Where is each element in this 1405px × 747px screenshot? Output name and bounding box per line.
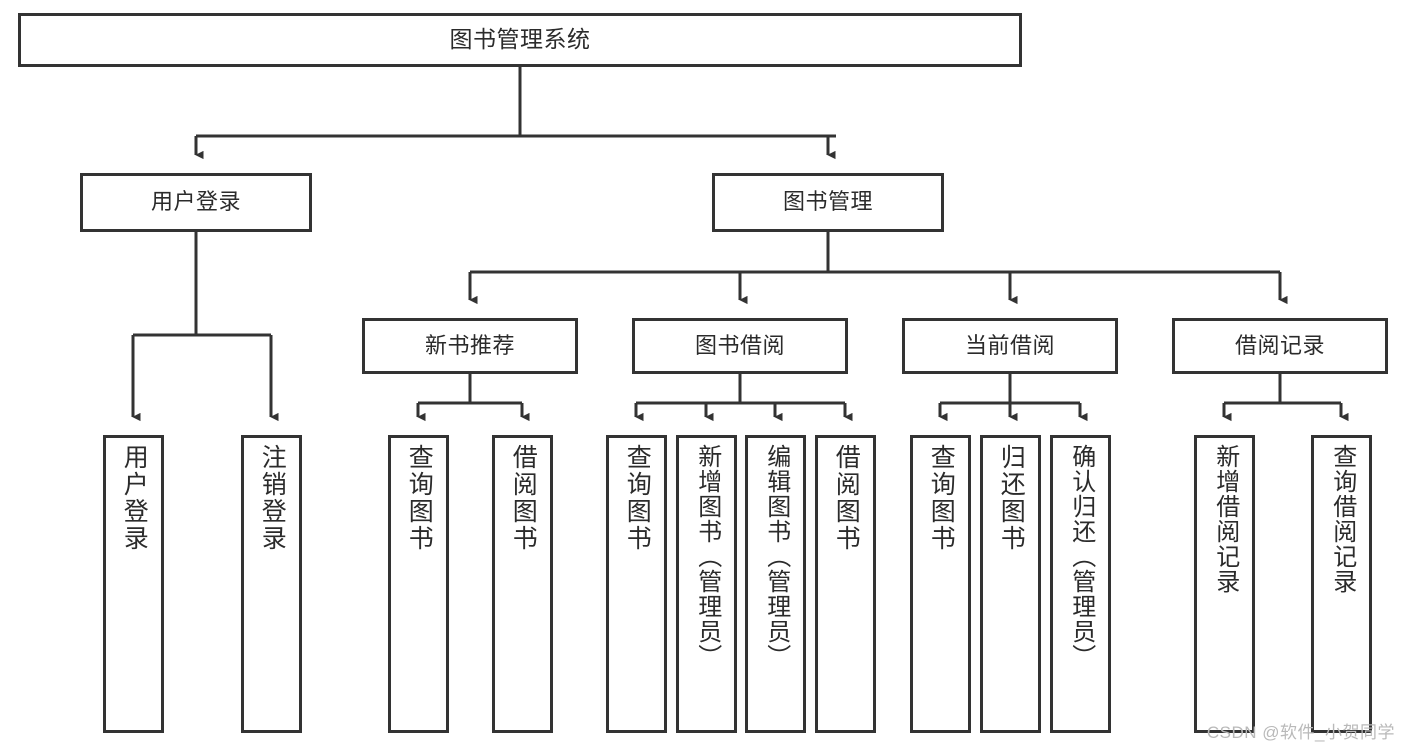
node-borrow-record[interactable]: 借阅记录 bbox=[1172, 318, 1388, 374]
node-leaf-return-book-label: 归还图书 bbox=[997, 444, 1026, 552]
node-borrow-record-label: 借阅记录 bbox=[1234, 332, 1325, 358]
node-leaf-confirm-return[interactable]: 确认归还（管理员） bbox=[1050, 435, 1111, 733]
node-leaf-logout-login-label: 注销登录 bbox=[258, 444, 287, 552]
node-leaf-edit-book[interactable]: 编辑图书（管理员） bbox=[745, 435, 806, 733]
node-book-manage-label: 图书管理 bbox=[782, 189, 873, 215]
watermark: CSDN @软件_小贺同学 bbox=[1206, 723, 1395, 742]
node-leaf-edit-book-label: 编辑图书（管理员） bbox=[762, 444, 790, 669]
node-user-login-label: 用户登录 bbox=[150, 189, 241, 215]
node-leaf-query-record-label: 查询借阅记录 bbox=[1328, 444, 1356, 594]
node-leaf-query-book-1-label: 查询图书 bbox=[405, 444, 434, 552]
node-leaf-query-book-2-label: 查询图书 bbox=[623, 444, 652, 552]
node-leaf-user-login-label: 用户登录 bbox=[120, 444, 149, 552]
node-leaf-query-book-1[interactable]: 查询图书 bbox=[388, 435, 449, 733]
node-leaf-borrow-book-2[interactable]: 借阅图书 bbox=[815, 435, 876, 733]
node-user-login[interactable]: 用户登录 bbox=[80, 173, 312, 232]
node-new-book-recommend-label: 新书推荐 bbox=[424, 332, 515, 358]
node-current-borrow[interactable]: 当前借阅 bbox=[902, 318, 1118, 374]
node-leaf-add-record[interactable]: 新增借阅记录 bbox=[1194, 435, 1255, 733]
node-leaf-confirm-return-label: 确认归还（管理员） bbox=[1067, 444, 1095, 669]
node-new-book-recommend[interactable]: 新书推荐 bbox=[362, 318, 578, 374]
node-leaf-query-book-2[interactable]: 查询图书 bbox=[606, 435, 667, 733]
node-leaf-borrow-book-1-label: 借阅图书 bbox=[509, 444, 538, 552]
node-leaf-add-record-label: 新增借阅记录 bbox=[1211, 444, 1239, 594]
node-book-manage[interactable]: 图书管理 bbox=[712, 173, 944, 232]
node-root[interactable]: 图书管理系统 bbox=[18, 13, 1022, 67]
node-leaf-user-login[interactable]: 用户登录 bbox=[103, 435, 164, 733]
node-book-borrow-label: 图书借阅 bbox=[694, 332, 785, 358]
node-leaf-add-book[interactable]: 新增图书（管理员） bbox=[676, 435, 737, 733]
node-leaf-query-book-3-label: 查询图书 bbox=[927, 444, 956, 552]
node-book-borrow[interactable]: 图书借阅 bbox=[632, 318, 848, 374]
node-root-label: 图书管理系统 bbox=[449, 26, 591, 53]
node-current-borrow-label: 当前借阅 bbox=[964, 332, 1055, 358]
node-leaf-add-book-label: 新增图书（管理员） bbox=[693, 444, 721, 669]
node-leaf-borrow-book-2-label: 借阅图书 bbox=[832, 444, 861, 552]
node-leaf-return-book[interactable]: 归还图书 bbox=[980, 435, 1041, 733]
node-leaf-query-book-3[interactable]: 查询图书 bbox=[910, 435, 971, 733]
node-leaf-query-record[interactable]: 查询借阅记录 bbox=[1311, 435, 1372, 733]
node-leaf-borrow-book-1[interactable]: 借阅图书 bbox=[492, 435, 553, 733]
node-leaf-logout-login[interactable]: 注销登录 bbox=[241, 435, 302, 733]
